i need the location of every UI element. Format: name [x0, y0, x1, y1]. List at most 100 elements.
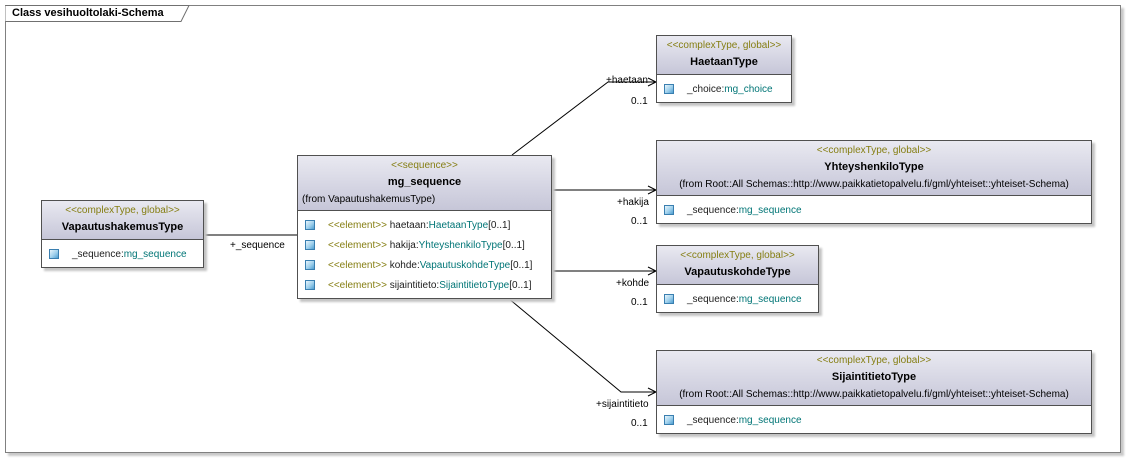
- attribute-icon: [49, 249, 59, 259]
- class-header: <<sequence>> mg_sequence (from Vapautush…: [298, 156, 551, 211]
- role-label-hakija: +hakija: [617, 197, 649, 208]
- class-header: <<complexType, global>> YhteyshenkiloTyp…: [657, 141, 1091, 196]
- attribute-multiplicity: [0..1]: [510, 259, 533, 271]
- class-stereotype: <<sequence>>: [391, 160, 458, 171]
- attribute-type: mg_choice: [724, 83, 773, 95]
- multiplicity-hakija: 0..1: [631, 216, 648, 227]
- attribute-icon: [664, 415, 674, 425]
- link-sijaintitieto-line: [507, 297, 656, 393]
- attribute-type: mg_sequence: [738, 204, 802, 216]
- class-name: VapautuskohdeType: [684, 266, 791, 278]
- attribute-stereotype: <<element>>: [328, 279, 387, 291]
- attribute-row[interactable]: _sequence:mg_sequence: [46, 244, 199, 264]
- attribute-compartment: _sequence:mg_sequence: [657, 406, 1091, 433]
- attribute-separator: :: [415, 239, 419, 251]
- class-origin: (from VapautushakemusType): [302, 194, 436, 205]
- diagram-title-tab: Class vesihuoltolaki-Schema: [5, 5, 190, 22]
- attribute-separator: :: [120, 248, 124, 260]
- attribute-row-kohde[interactable]: <<element>> kohde:VapautuskohdeType[0..1…: [302, 255, 547, 275]
- attribute-compartment: _sequence:mg_sequence: [657, 196, 1091, 223]
- class-origin: (from Root::All Schemas::http://www.paik…: [679, 389, 1069, 400]
- attribute-type: mg_sequence: [738, 414, 802, 426]
- attribute-name: _sequence: [72, 248, 121, 260]
- class-origin: (from Root::All Schemas::http://www.paik…: [679, 179, 1069, 190]
- role-label-haetaan: +haetaan: [606, 75, 648, 86]
- attribute-separator: :: [735, 414, 739, 426]
- attribute-separator: :: [735, 293, 739, 305]
- role-label-sijaintitieto: +sijaintitieto: [596, 399, 649, 410]
- attribute-name: hakija: [389, 239, 416, 251]
- class-vapautushakemustype[interactable]: <<complexType, global>> VapautushakemusT…: [41, 200, 204, 268]
- class-header: <<complexType, global>> HaetaanType: [657, 36, 791, 75]
- attribute-icon: [305, 240, 315, 250]
- class-haetaantype[interactable]: <<complexType, global>> HaetaanType _cho…: [656, 35, 792, 103]
- attribute-multiplicity: [0..1]: [488, 219, 511, 231]
- multiplicity-sijaintitieto: 0..1: [631, 418, 648, 429]
- attribute-compartment: _sequence:mg_sequence: [42, 240, 203, 267]
- attribute-type: mg_sequence: [123, 248, 187, 260]
- attribute-icon: [305, 280, 315, 290]
- class-name: YhteyshenkiloType: [824, 161, 924, 173]
- attribute-icon: [305, 260, 315, 270]
- attribute-separator: :: [436, 279, 440, 291]
- attribute-multiplicity: [0..1]: [509, 279, 532, 291]
- attribute-row[interactable]: _sequence:mg_sequence: [661, 410, 1087, 430]
- diagram-title: Class vesihuoltolaki-Schema: [12, 7, 164, 19]
- multiplicity-kohde: 0..1: [631, 297, 648, 308]
- attribute-name: sijaintitieto: [389, 279, 437, 291]
- class-yhteyshenkilotype[interactable]: <<complexType, global>> YhteyshenkiloTyp…: [656, 140, 1092, 224]
- attribute-name: haetaan: [389, 219, 426, 231]
- title-tab-shape: [5, 5, 190, 22]
- attribute-type: VapautuskohdeType: [419, 259, 511, 271]
- attribute-name: _sequence: [687, 414, 736, 426]
- class-vapautuskohdetype[interactable]: <<complexType, global>> VapautuskohdeTyp…: [656, 245, 819, 313]
- class-stereotype: <<complexType, global>>: [65, 205, 180, 216]
- attribute-type: mg_sequence: [738, 293, 802, 305]
- link-haetaan-line: [511, 81, 656, 156]
- class-stereotype: <<complexType, global>>: [680, 250, 795, 261]
- attribute-compartment: _sequence:mg_sequence: [657, 285, 818, 312]
- class-stereotype: <<complexType, global>>: [816, 355, 932, 366]
- class-mg-sequence[interactable]: <<sequence>> mg_sequence (from Vapautush…: [297, 155, 552, 299]
- attribute-separator: :: [425, 219, 429, 231]
- attribute-name: _sequence: [687, 204, 736, 216]
- attribute-row-haetaan[interactable]: <<element>> haetaan:HaetaanType[0..1]: [302, 215, 547, 235]
- class-name: VapautushakemusType: [61, 221, 184, 233]
- attribute-separator: :: [721, 83, 725, 95]
- attribute-separator: :: [416, 259, 420, 271]
- attribute-name: kohde: [389, 259, 417, 271]
- multiplicity-haetaan: 0..1: [631, 96, 648, 107]
- attribute-row-hakija[interactable]: <<element>> hakija:YhteyshenkiloType[0..…: [302, 235, 547, 255]
- attribute-icon: [664, 294, 674, 304]
- attribute-row-sijaintitieto[interactable]: <<element>> sijaintitieto:SijaintitietoT…: [302, 275, 547, 295]
- attribute-stereotype: <<element>>: [328, 239, 387, 251]
- attribute-row[interactable]: _sequence:mg_sequence: [661, 289, 814, 309]
- attribute-type: HaetaanType: [428, 219, 489, 231]
- role-label-kohde: +kohde: [616, 278, 650, 289]
- class-stereotype: <<complexType, global>>: [816, 145, 932, 156]
- role-label-sequence: +_sequence: [230, 240, 285, 251]
- attribute-type: SijaintitietoType: [439, 279, 510, 291]
- attribute-row[interactable]: _choice:mg_choice: [661, 79, 787, 99]
- attribute-type: YhteyshenkiloType: [418, 239, 503, 251]
- attribute-row[interactable]: _sequence:mg_sequence: [661, 200, 1087, 220]
- attribute-stereotype: <<element>>: [328, 259, 387, 271]
- attribute-stereotype: <<element>>: [328, 219, 387, 231]
- class-header: <<complexType, global>> SijaintitietoTyp…: [657, 351, 1091, 406]
- attribute-icon: [305, 220, 315, 230]
- attribute-compartment: <<element>> haetaan:HaetaanType[0..1] <<…: [298, 211, 551, 298]
- attribute-separator: :: [735, 204, 739, 216]
- class-name: HaetaanType: [690, 56, 758, 68]
- attribute-icon: [664, 205, 674, 215]
- class-header: <<complexType, global>> VapautuskohdeTyp…: [657, 246, 818, 285]
- attribute-compartment: _choice:mg_choice: [657, 75, 791, 102]
- attribute-name: _choice: [687, 83, 722, 95]
- class-stereotype: <<complexType, global>>: [666, 40, 782, 51]
- class-name: SijaintitietoType: [831, 371, 917, 383]
- attribute-multiplicity: [0..1]: [502, 239, 525, 251]
- attribute-icon: [664, 84, 674, 94]
- class-header: <<complexType, global>> VapautushakemusT…: [42, 201, 203, 240]
- class-sijaintitietotype[interactable]: <<complexType, global>> SijaintitietoTyp…: [656, 350, 1092, 434]
- attribute-name: _sequence: [687, 293, 736, 305]
